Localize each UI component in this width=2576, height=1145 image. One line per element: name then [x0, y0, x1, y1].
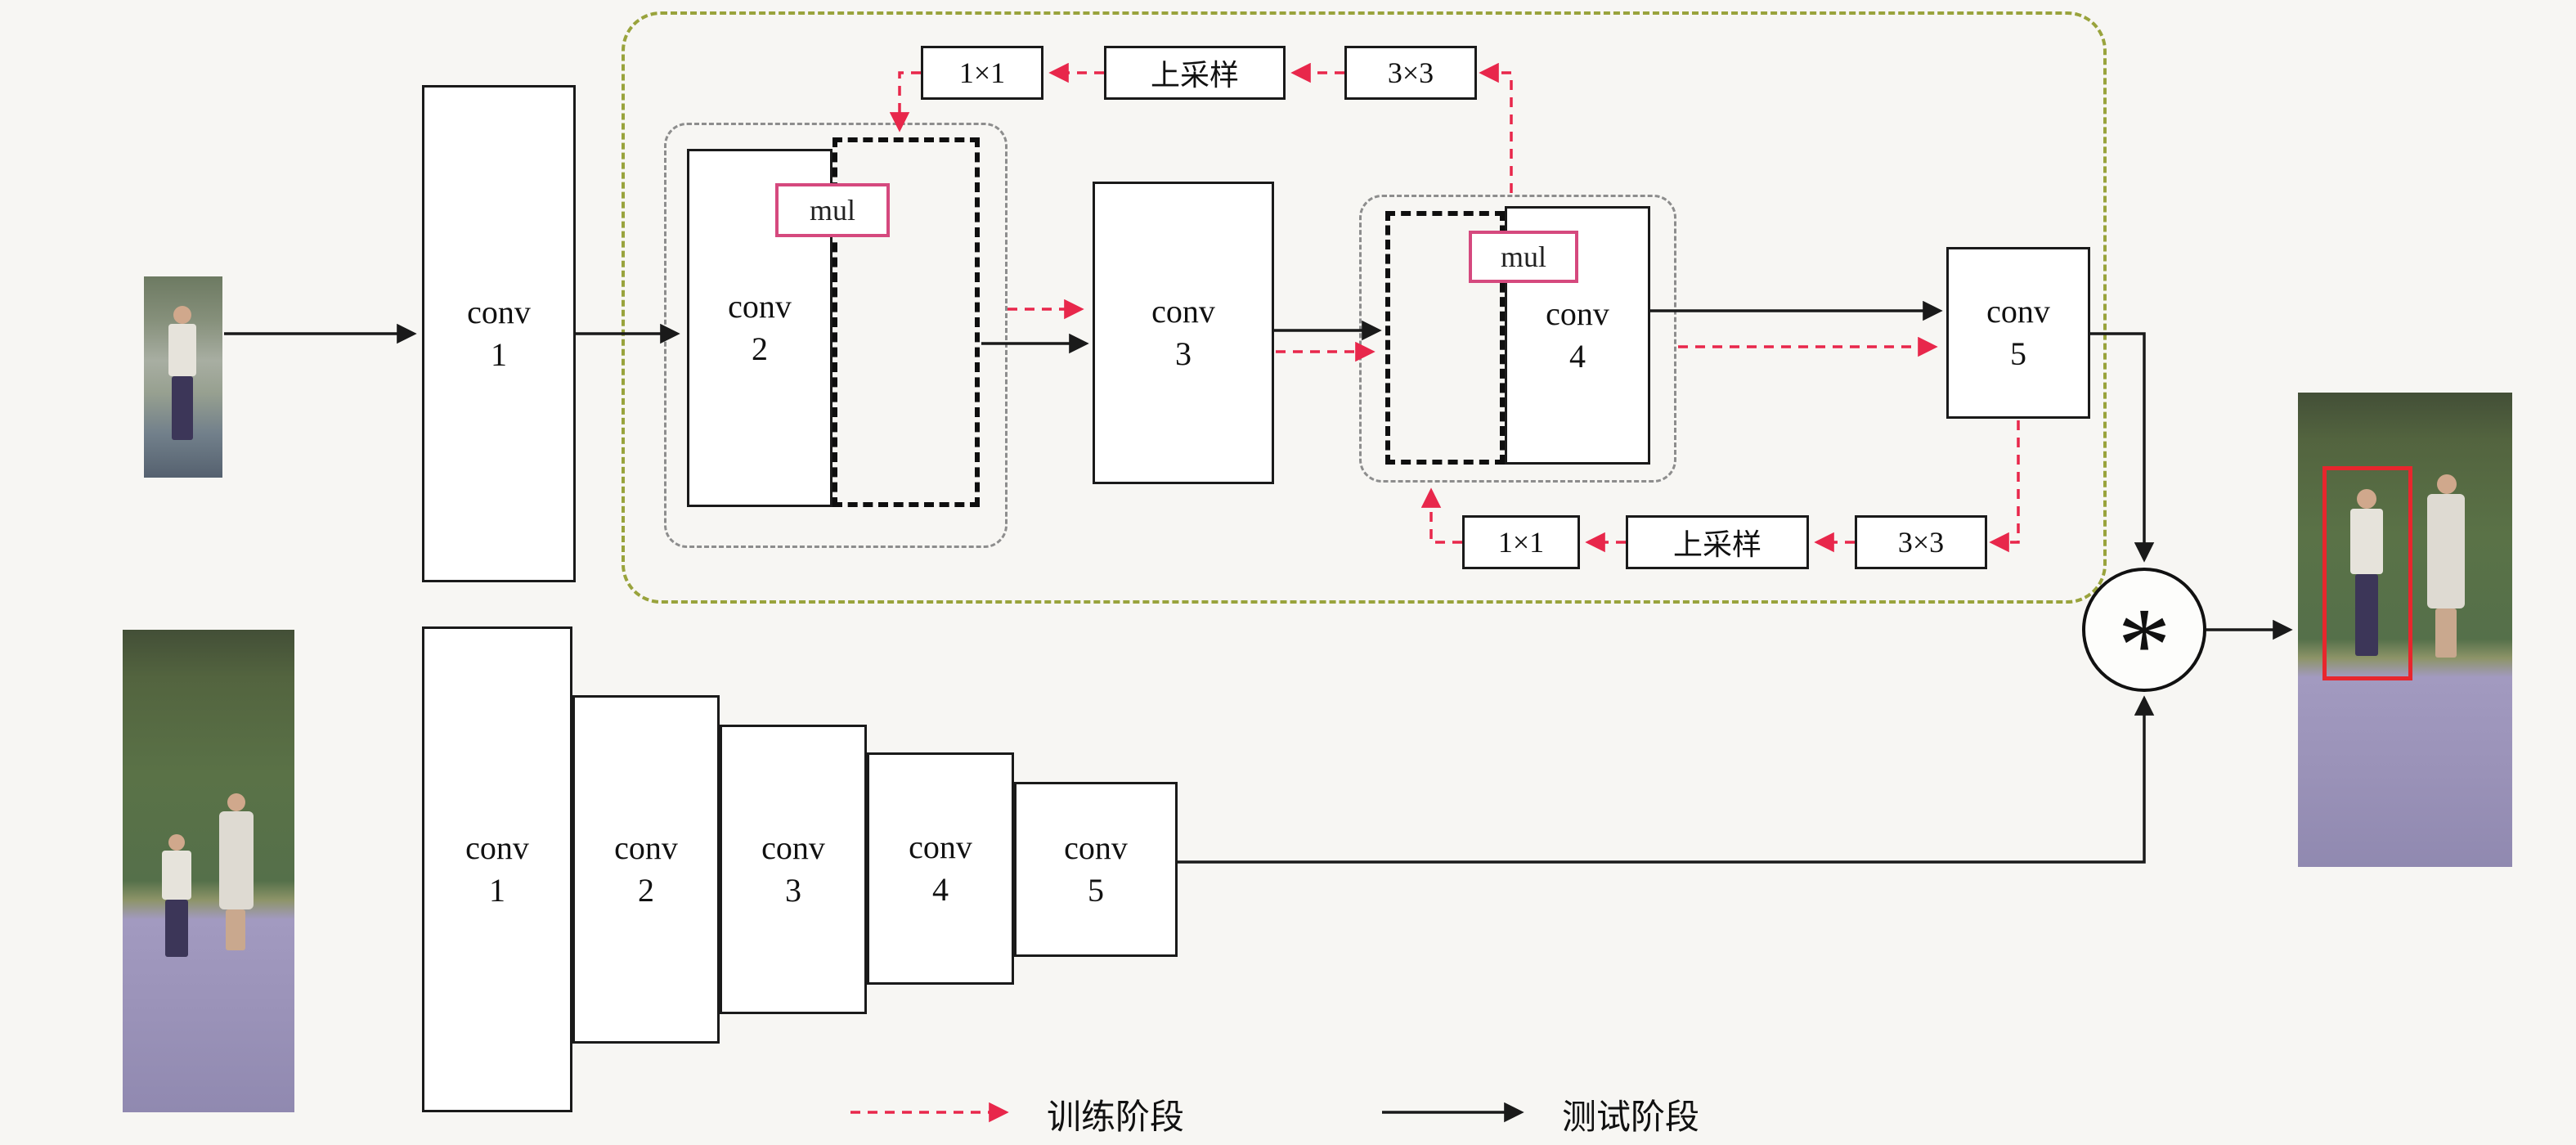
template-conv1-label: conv 1	[467, 294, 531, 373]
person1-head	[2357, 489, 2376, 509]
search-conv3-label: conv 3	[761, 829, 825, 909]
conv4-mul-label: mul	[1500, 240, 1546, 273]
search-conv4-box: conv 4	[867, 752, 1014, 985]
person2-head	[2437, 474, 2457, 494]
person1-torso	[2350, 509, 2383, 574]
person2-legs	[2435, 608, 2457, 658]
person-torso	[168, 324, 196, 376]
person2-dress	[2427, 494, 2465, 608]
template-conv1-box: conv 1	[422, 85, 576, 582]
template-conv3-box: conv 3	[1093, 182, 1274, 484]
line-search-conv5-to-correlation	[1178, 695, 2155, 864]
top-chain-upsample-label: 上采样	[1150, 59, 1239, 92]
cross-correlation-symbol: *	[2117, 586, 2171, 704]
person1-torso	[162, 851, 191, 900]
search-conv3-box: conv 3	[720, 725, 867, 1014]
search-conv5-label: conv 5	[1064, 829, 1128, 909]
top-chain-1x1-label: 1×1	[958, 56, 1006, 89]
conv2-attention-mask-block	[832, 137, 980, 507]
conv2-mul-box: mul	[775, 183, 890, 237]
person2-head	[227, 793, 245, 811]
cross-correlation-node: *	[2082, 568, 2206, 698]
top-chain-3x3-box: 3×3	[1344, 46, 1477, 100]
search-conv1-box: conv 1	[422, 626, 572, 1112]
top-chain-1x1-box: 1×1	[921, 46, 1043, 100]
legend-train-label: 训练阶段	[1047, 1099, 1185, 1137]
person1-legs	[2355, 574, 2378, 656]
search-conv2-label: conv 2	[614, 829, 678, 909]
bottom-chain-1x1-box: 1×1	[1462, 515, 1580, 569]
conv4-attention-region	[1359, 195, 1676, 483]
search-conv2-box: conv 2	[572, 695, 720, 1044]
person1-legs	[165, 900, 188, 957]
conv4-attention-mask-block	[1385, 211, 1505, 465]
bottom-chain-3x3-label: 3×3	[1897, 526, 1945, 559]
person-legs	[172, 376, 193, 440]
search-conv1-label: conv 1	[465, 829, 529, 909]
template-conv5-box: conv 5	[1946, 247, 2090, 419]
template-image	[144, 276, 222, 478]
template-conv4-label: conv 4	[1546, 295, 1609, 375]
template-conv5-label: conv 5	[1986, 293, 2050, 372]
result-image	[2298, 393, 2512, 867]
bottom-chain-3x3-box: 3×3	[1855, 515, 1987, 569]
template-conv2-label: conv 2	[728, 288, 792, 367]
search-image	[123, 630, 294, 1112]
top-chain-3x3-label: 3×3	[1387, 56, 1434, 89]
person1-head	[168, 834, 185, 851]
bottom-chain-1x1-label: 1×1	[1497, 526, 1545, 559]
attention-module-region	[622, 11, 2107, 604]
tracking-bbox	[2322, 466, 2412, 680]
legend-test-label: 测试阶段	[1562, 1099, 1700, 1137]
person2-dress	[219, 811, 254, 909]
conv4-mul-box: mul	[1469, 231, 1578, 283]
search-conv4-label: conv 4	[909, 828, 972, 908]
search-conv5-box: conv 5	[1014, 782, 1178, 957]
conv2-mul-label: mul	[809, 194, 855, 227]
bottom-chain-upsample-box: 上采样	[1626, 515, 1809, 569]
bottom-chain-upsample-label: 上采样	[1672, 528, 1761, 561]
template-conv3-label: conv 3	[1151, 293, 1215, 372]
top-chain-upsample-box: 上采样	[1104, 46, 1286, 100]
person-head	[173, 306, 191, 324]
person2-legs	[226, 909, 245, 950]
